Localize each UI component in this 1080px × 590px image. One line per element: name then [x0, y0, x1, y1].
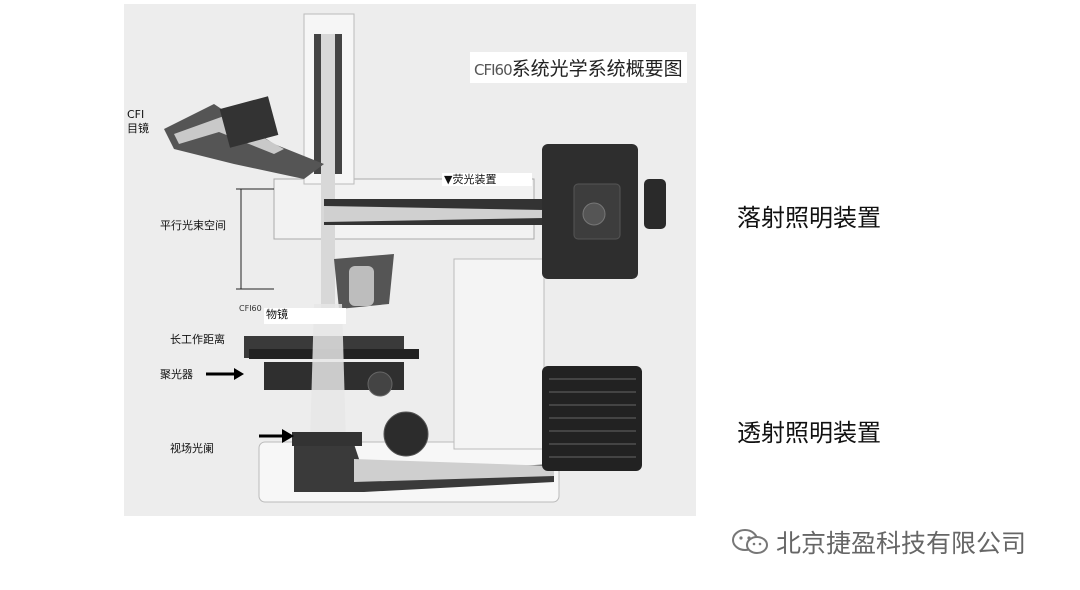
vertical-light-path [321, 34, 335, 314]
epi-lamp-knob [582, 202, 606, 226]
condenser-knob [367, 371, 393, 397]
epi-light-path [324, 206, 544, 222]
label-field-diaphragm: 视场光阑 [170, 442, 214, 455]
focus-knob [383, 411, 429, 457]
watermark-text: 北京捷盈科技有限公司 [776, 529, 1027, 558]
eyepiece-head [219, 96, 279, 148]
label-epi-illuminator: 落射照明装置 [737, 204, 881, 232]
diagram-title: CFI60系统光学系统概要图 [470, 52, 687, 83]
title-text: 系统光学系统概要图 [511, 58, 683, 80]
wechat-icon [732, 529, 768, 554]
field-diaphragm-ring [292, 432, 362, 446]
label-parallel-space: 平行光束空间 [160, 219, 226, 232]
objective-lens [349, 266, 374, 306]
label-long-working-distance: 长工作距离 [170, 333, 225, 346]
label-cfi60-mark: CFI60 [239, 304, 262, 313]
epi-lamp-handle [644, 179, 666, 229]
condenser-arrow [206, 368, 244, 380]
title-brand: CFI60 [474, 61, 513, 79]
label-fluorescence: ▼荧光装置 [442, 173, 532, 186]
label-eyepiece: 目镜 [127, 122, 149, 135]
watermark: 北京捷盈科技有限公司 [730, 524, 1026, 560]
transmitted-light-path [310, 304, 346, 444]
dia-lamp-fins [549, 378, 636, 458]
field-diaphragm-arrow [259, 429, 294, 443]
label-condenser: 聚光器 [160, 368, 193, 381]
dia-light-path [354, 459, 554, 482]
microscope-illustration [164, 13, 666, 503]
label-cfi: CFI [127, 108, 145, 121]
microscope-diagram [124, 4, 696, 516]
label-objective: 物镜 [264, 308, 346, 324]
microscope-body [453, 258, 545, 450]
label-dia-illuminator: 透射照明装置 [737, 419, 881, 447]
